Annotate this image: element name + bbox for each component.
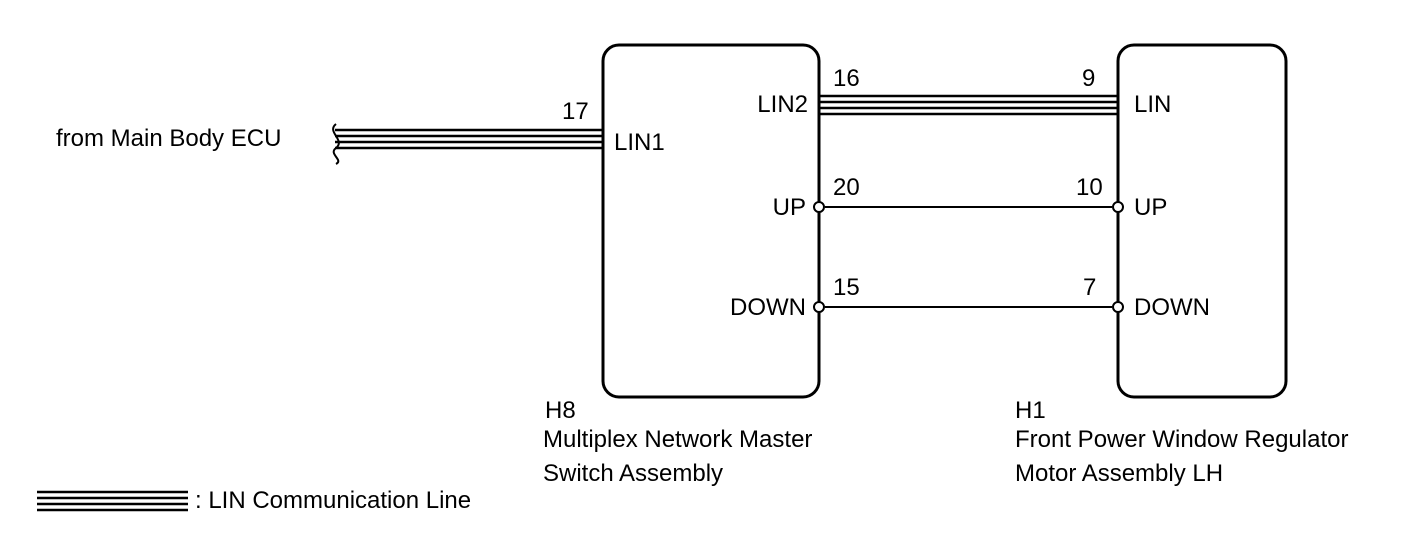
master-down-label: DOWN xyxy=(730,294,806,321)
up-terminal-motor xyxy=(1112,201,1124,213)
motor-name-line2: Motor Assembly LH xyxy=(1015,460,1223,487)
master-code: H8 xyxy=(545,397,576,424)
master-switch-box xyxy=(601,43,821,399)
down-terminal-motor xyxy=(1112,301,1124,313)
motor-down-label: DOWN xyxy=(1134,294,1210,321)
master-lin2-label: LIN2 xyxy=(757,91,808,118)
lin-bus-ecu xyxy=(335,128,603,150)
pin-15: 15 xyxy=(833,274,860,301)
master-name-line1: Multiplex Network Master xyxy=(543,426,812,453)
lin-bus-master-motor xyxy=(819,94,1118,116)
motor-assembly-box xyxy=(1116,43,1288,399)
pin-17: 17 xyxy=(562,98,589,125)
legend-label: : LIN Communication Line xyxy=(195,487,471,514)
pin-10: 10 xyxy=(1076,174,1103,201)
pin-16: 16 xyxy=(833,65,860,92)
motor-lin-label: LIN xyxy=(1134,91,1171,118)
motor-up-label: UP xyxy=(1134,194,1167,221)
source-label: from Main Body ECU xyxy=(56,125,281,152)
motor-name-line1: Front Power Window Regulator xyxy=(1015,426,1348,453)
master-up-label: UP xyxy=(773,194,806,221)
pin-20: 20 xyxy=(833,174,860,201)
wire-break-symbol xyxy=(332,123,340,165)
up-terminal-master xyxy=(813,201,825,213)
pin-7: 7 xyxy=(1083,274,1096,301)
pin-9: 9 xyxy=(1082,65,1095,92)
master-lin1-label: LIN1 xyxy=(614,129,665,156)
motor-code: H1 xyxy=(1015,397,1046,424)
master-name-line2: Switch Assembly xyxy=(543,460,723,487)
legend-line-symbol xyxy=(37,490,188,512)
down-terminal-master xyxy=(813,301,825,313)
